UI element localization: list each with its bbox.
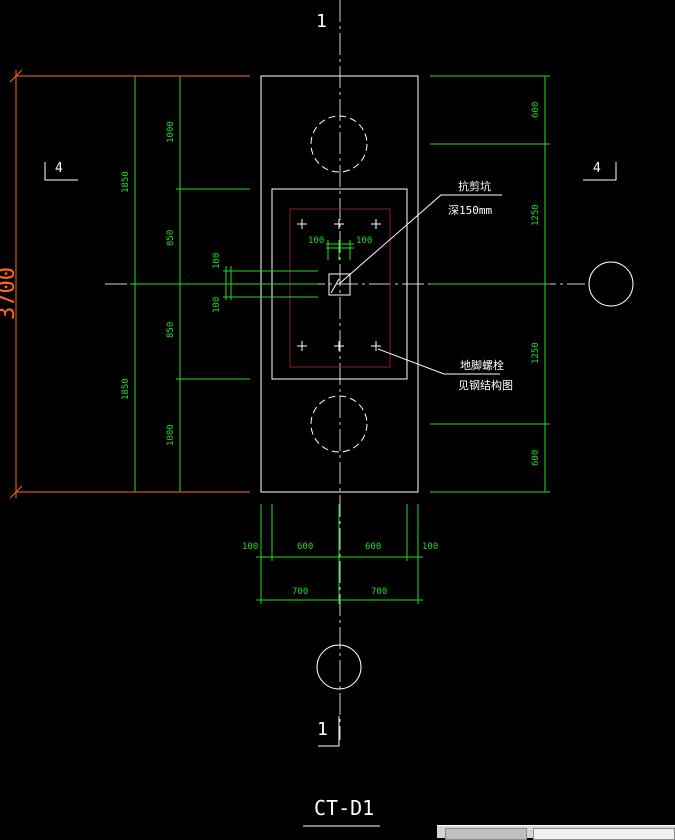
local-dim-top-left: 100 — [308, 236, 324, 246]
left-dim-outer-top: 1850 — [121, 171, 131, 193]
right-dim-3: 600 — [531, 450, 541, 466]
right-dim-2: 1250 — [531, 342, 541, 364]
section-label-right: 4 — [593, 161, 601, 176]
shear-key-label-2: 深150mm — [448, 204, 492, 217]
axis-circle-right — [588, 261, 634, 307]
anchor-bolt-label-1: 地脚螺栓 — [460, 358, 504, 372]
shear-key-diagonal — [330, 278, 340, 294]
left-dim-outer-bottom: 1850 — [121, 378, 131, 400]
axis-circle-bottom — [316, 644, 362, 690]
anchor-bolt-leader — [377, 348, 500, 375]
axis-label-top: 1 — [316, 11, 327, 32]
pile-circle-bottom — [310, 395, 368, 453]
section-label-left: 4 — [55, 161, 63, 176]
base-plate-frame — [289, 208, 391, 368]
drawing-title: CT-D1 — [314, 796, 374, 820]
bottom-dim-row2-1: 700 — [371, 587, 387, 597]
local-dim-left — [223, 266, 318, 300]
left-dim-inner-0: 1000 — [166, 121, 176, 143]
anchor-bolts — [297, 219, 381, 351]
section-mark-left — [44, 162, 78, 181]
bottom-dim-row2-0: 700 — [292, 587, 308, 597]
right-dim-0: 600 — [531, 102, 541, 118]
axis-label-bottom: 1 — [317, 719, 328, 740]
bottom-dim-lines — [256, 504, 423, 604]
local-dim-left-bottom: 100 — [212, 297, 222, 313]
bottom-dim-row1-1: 600 — [297, 542, 313, 552]
overall-dim-text: 3700 — [0, 267, 20, 320]
right-dim-1: 1250 — [531, 204, 541, 226]
local-dim-top — [326, 240, 354, 260]
bottom-dim-row1-3: 100 — [422, 542, 438, 552]
local-dim-top-right: 100 — [356, 236, 372, 246]
bottom-dim-row1-0: 100 — [242, 542, 258, 552]
anchor-bolt-label-2: 见钢结构图 — [458, 378, 513, 392]
shear-key-square — [328, 273, 351, 296]
left-dim-lines — [130, 75, 250, 493]
overall-dim-lines — [9, 69, 250, 499]
right-dim-lines — [430, 75, 550, 493]
status-field[interactable] — [533, 828, 675, 840]
status-bar — [437, 825, 675, 840]
bottom-dim-row1-2: 600 — [365, 542, 381, 552]
section-mark-bottom — [318, 716, 340, 747]
left-dim-inner-2: 850 — [166, 322, 176, 338]
status-tab[interactable] — [445, 828, 527, 840]
local-dim-left-top: 100 — [212, 253, 222, 269]
shear-key-label-1: 抗剪坑 — [458, 179, 491, 193]
pile-circle-top — [310, 115, 368, 173]
shear-key-leader — [338, 194, 502, 285]
section-mark-right — [583, 162, 617, 181]
left-dim-inner-3: 1000 — [166, 424, 176, 446]
left-dim-inner-1: 850 — [166, 230, 176, 246]
